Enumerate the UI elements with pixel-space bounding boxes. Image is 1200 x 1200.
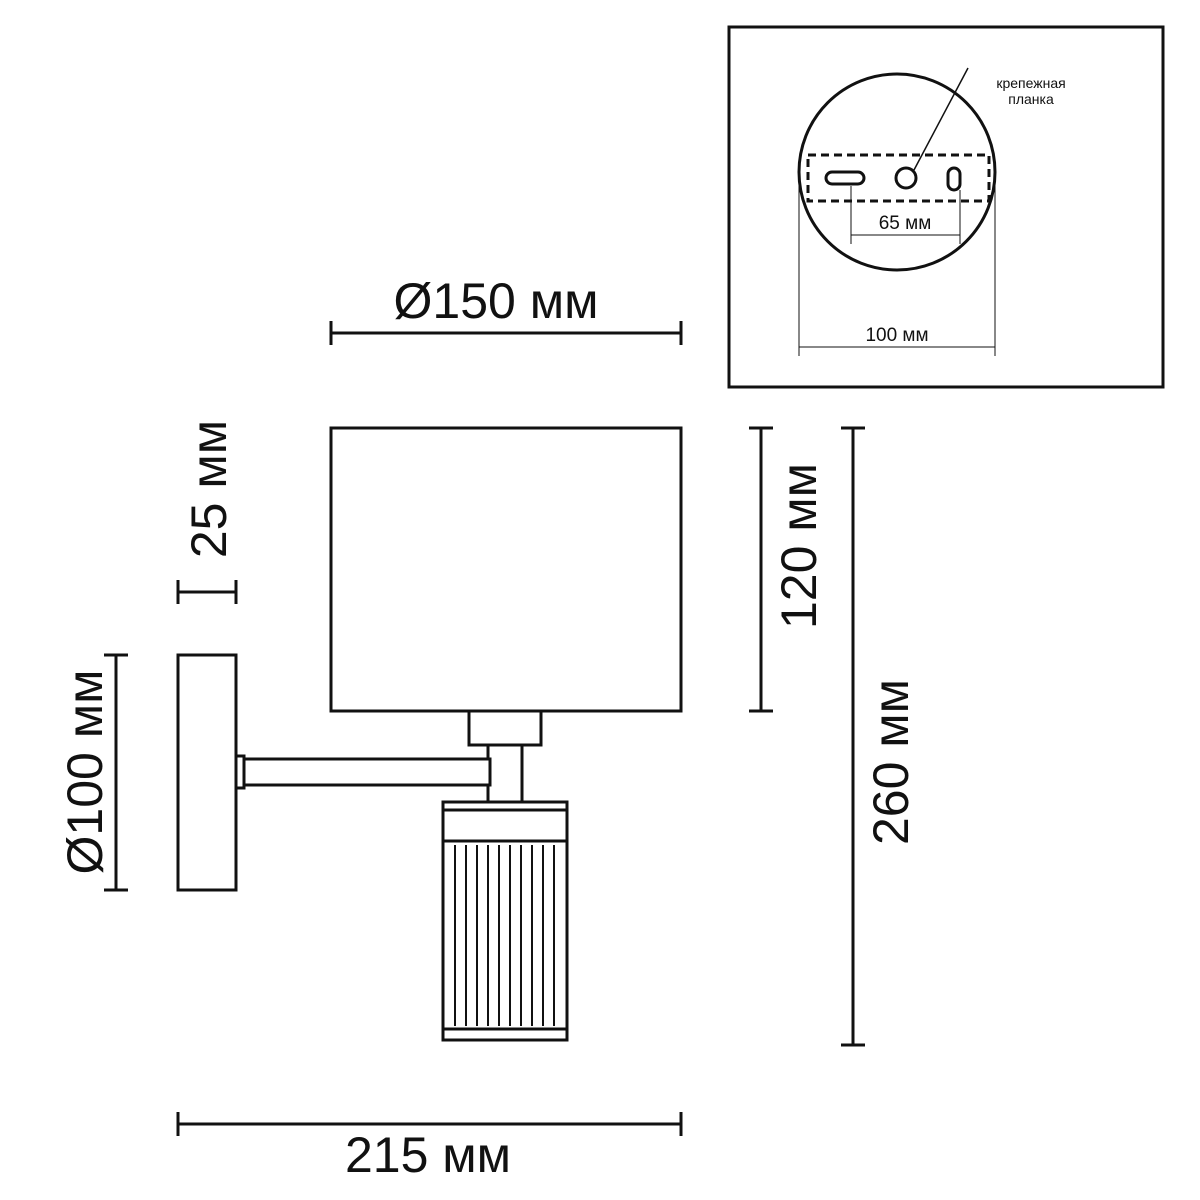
wall-plate [176, 653, 238, 892]
lamp-shade [329, 426, 683, 713]
total-depth-label: 215 мм [345, 1127, 511, 1183]
base-thickness-label: 25 мм [181, 420, 237, 558]
hole-spacing-label: 65 мм [879, 213, 932, 234]
socket-neck [467, 709, 543, 747]
vertical-stem [486, 743, 524, 804]
shade-height-label: 120 мм [771, 463, 827, 629]
total-height-label: 260 мм [863, 679, 919, 845]
horizontal-arm [242, 757, 492, 787]
plate-diameter-label: 100 мм [865, 325, 928, 346]
body-collar-band [441, 800, 569, 812]
shade-diameter-label: Ø150 мм [394, 273, 599, 329]
fluted-body [441, 839, 569, 1031]
slot-hole-left [824, 170, 866, 186]
mounting-plate-inset: крепежная планка 65 мм 100 мм [727, 25, 1165, 389]
fluting-lines [454, 845, 555, 1026]
base-diameter-label: Ø100 мм [57, 670, 113, 875]
slot-hole-right [946, 166, 962, 192]
dimension-lines [104, 321, 865, 1136]
center-hole [894, 166, 918, 190]
bracket-leader-line [913, 67, 969, 171]
bracket-label-line2: планка [1008, 91, 1054, 107]
lamp-body [176, 426, 683, 1042]
body-bottom-ring [441, 1027, 569, 1042]
bracket-label-line1: крепежная [996, 75, 1065, 91]
